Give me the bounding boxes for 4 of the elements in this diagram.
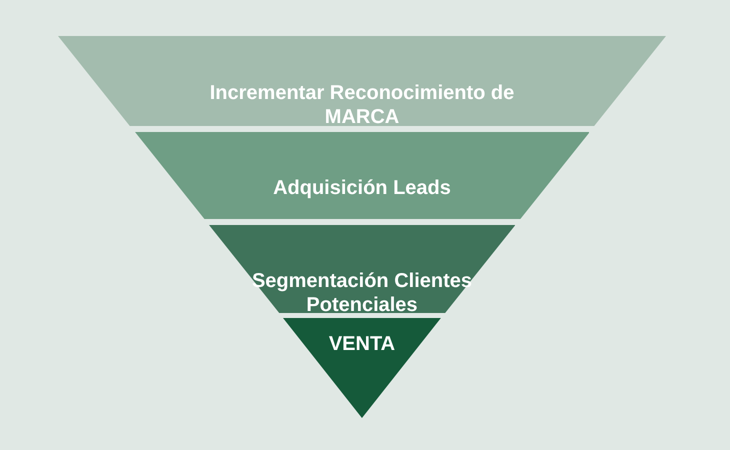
band-label: VENTA — [328, 332, 396, 356]
band-label: Incrementar Reconocimiento de MARCA — [208, 81, 516, 129]
band-label: Adquisición Leads — [272, 176, 452, 200]
band-label: Segmentación Clientes Potenciales — [250, 269, 474, 317]
